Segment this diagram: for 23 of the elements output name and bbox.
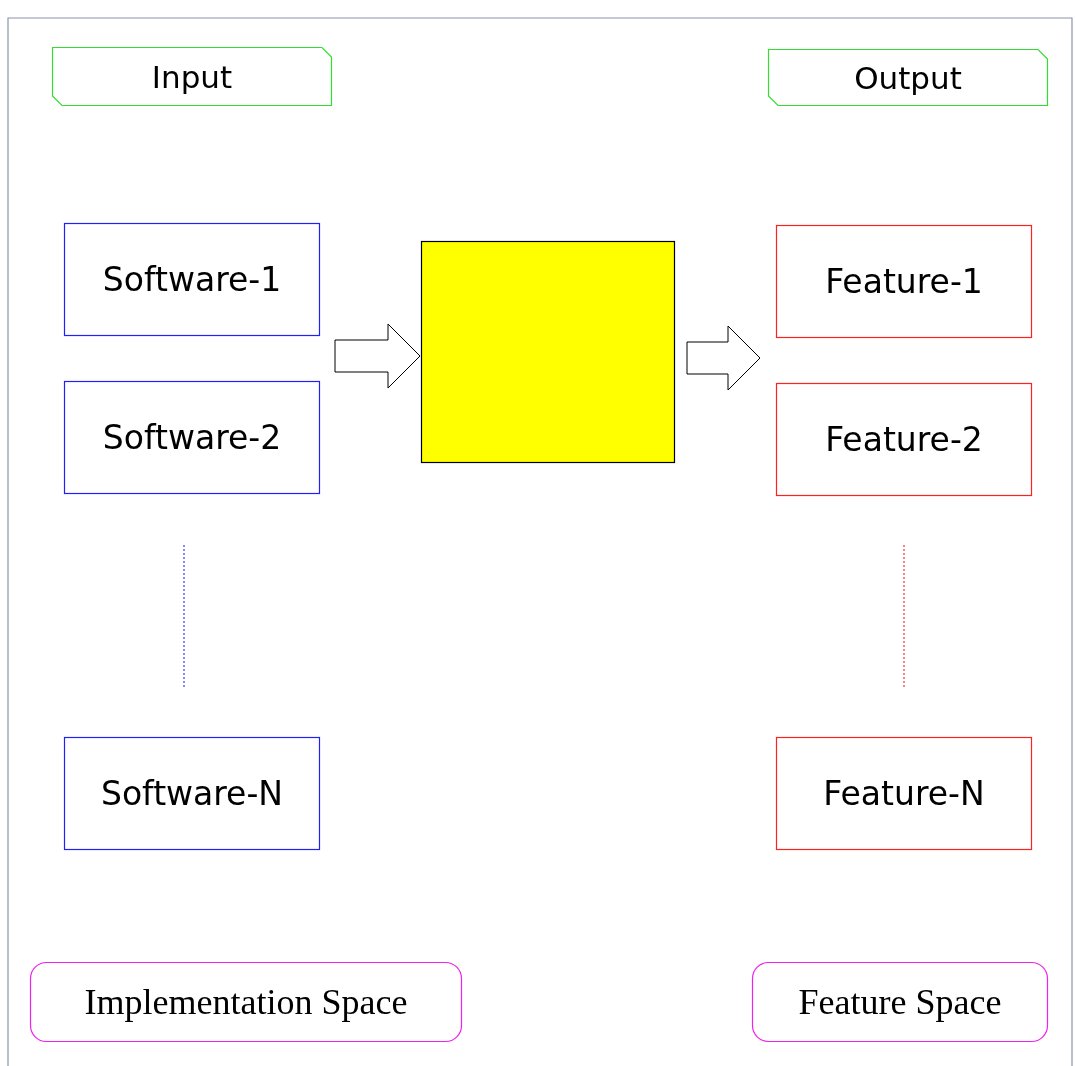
- box-label: Software-1: [102, 260, 282, 299]
- space-label-box: [752, 962, 1048, 1042]
- feature-box: [776, 225, 1032, 338]
- feature-box: [776, 383, 1032, 496]
- box-label: Software-N: [100, 774, 284, 813]
- software-box: [64, 737, 320, 850]
- feature-box: [776, 737, 1032, 850]
- block-arrow: [334, 323, 421, 389]
- box-label: Input: [151, 58, 233, 95]
- process-box: [421, 241, 675, 463]
- space-label-box: [30, 962, 462, 1042]
- box-label: Software-2: [102, 418, 282, 457]
- input-tag: [52, 47, 332, 106]
- software-box: [64, 381, 320, 494]
- block-arrow: [686, 325, 761, 391]
- software-box: [64, 223, 320, 336]
- box-label: Implementation Space: [84, 981, 408, 1023]
- box-label: Output: [854, 59, 962, 96]
- box-label: Feature-2: [825, 420, 983, 459]
- box-label: Feature Space: [798, 981, 1002, 1023]
- output-tag: [768, 49, 1048, 106]
- box-label: Feature-N: [823, 774, 985, 813]
- box-label: Feature-1: [825, 262, 983, 301]
